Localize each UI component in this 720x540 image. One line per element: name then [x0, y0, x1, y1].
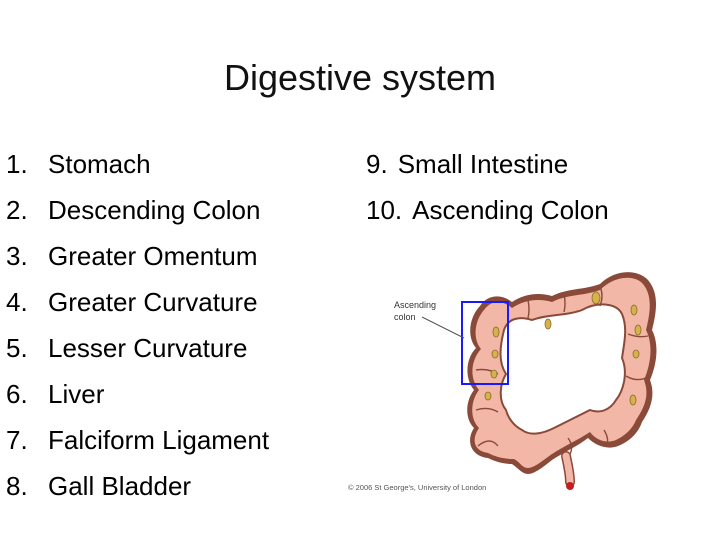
colon — [467, 272, 657, 474]
fat-nodule — [629, 394, 637, 406]
list-item: 3. Greater Omentum — [6, 233, 336, 279]
list-item: 9. Small Intestine — [366, 141, 686, 187]
label-pointer-line — [421, 316, 465, 339]
item-label: Ascending Colon — [412, 195, 609, 225]
item-label: Greater Omentum — [48, 241, 258, 271]
figure-credit: © 2006 St George's, University of London — [348, 483, 486, 492]
item-number: 9. — [366, 149, 388, 179]
item-label: Liver — [48, 379, 105, 409]
fat-nodule — [630, 304, 638, 316]
item-label: Stomach — [48, 149, 151, 179]
haustra-line — [563, 293, 566, 313]
list-item: 7. Falciform Ligament — [6, 417, 336, 463]
haustra-line — [627, 333, 649, 338]
item-number: 10. — [366, 195, 403, 225]
haustra-line — [475, 407, 499, 413]
rectum — [562, 452, 574, 486]
haustra-line — [599, 285, 603, 307]
fat-nodule — [490, 369, 498, 379]
item-label: Falciform Ligament — [48, 425, 270, 455]
haustra-line — [527, 299, 530, 319]
list-item: 6. Liver — [6, 371, 336, 417]
ascending-colon-highlight — [461, 301, 509, 385]
list-item: 10. Ascending Colon — [366, 187, 686, 233]
item-number: 5. — [6, 333, 28, 363]
fat-nodule — [634, 324, 642, 336]
list-item: 4. Greater Curvature — [6, 279, 336, 325]
item-number: 3. — [6, 241, 28, 271]
fat-nodule — [591, 291, 601, 305]
colon-diagram: Ascending colon © 2006 St George's, Univ… — [348, 272, 657, 492]
list-item: 5. Lesser Curvature — [6, 325, 336, 371]
list-item: 1. Stomach — [6, 141, 336, 187]
haustra-lines — [475, 285, 649, 455]
list-item: 2. Descending Colon — [6, 187, 336, 233]
haustra-line — [477, 440, 499, 447]
fat-nodule — [544, 318, 552, 330]
item-label: Lesser Curvature — [48, 333, 248, 363]
haustra-line — [625, 375, 647, 381]
colon-inner — [499, 303, 627, 435]
fat-nodule — [632, 349, 640, 359]
item-label: Gall Bladder — [48, 471, 192, 501]
fat-nodule — [492, 326, 500, 338]
item-number: 6. — [6, 379, 28, 409]
fat-nodules — [484, 291, 642, 406]
item-label: Small Intestine — [397, 149, 569, 179]
item-number: 2. — [6, 195, 28, 225]
item-number: 1. — [6, 149, 28, 179]
structure-list-left: 1. Stomach 2. Descending Colon 3. Greater O… — [6, 141, 336, 509]
structure-list-right: 9. Small Intestine 10. Ascending Colon — [366, 141, 686, 233]
anus-marker — [566, 482, 574, 490]
fat-nodule — [484, 391, 492, 401]
slide-title: Digestive system — [223, 57, 497, 98]
item-label: Descending Colon — [48, 195, 261, 225]
list-item: 8. Gall Bladder — [6, 463, 336, 509]
item-label: Greater Curvature — [48, 287, 258, 317]
item-number: 4. — [6, 287, 28, 317]
fat-nodule — [491, 349, 499, 359]
item-number: 8. — [6, 471, 28, 501]
item-number: 7. — [6, 425, 28, 455]
figure-label-line2: colon — [394, 312, 416, 322]
figure-label-line1: Ascending — [394, 300, 436, 310]
haustra-line — [603, 429, 609, 447]
haustra-line — [567, 437, 573, 455]
colon-illustration: Ascending colon © 2006 St George's, Univ… — [338, 250, 678, 500]
